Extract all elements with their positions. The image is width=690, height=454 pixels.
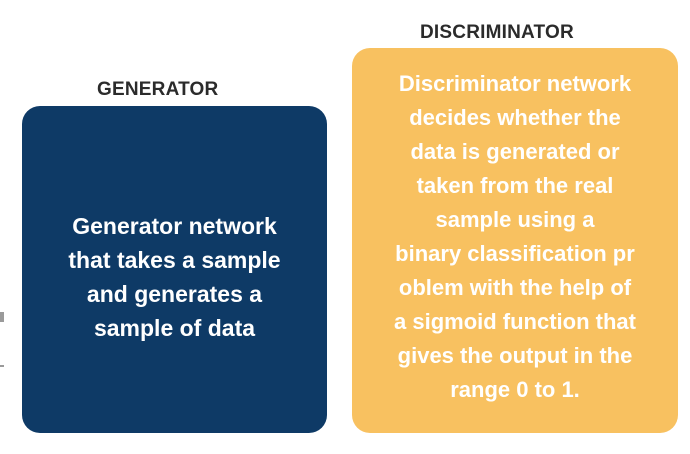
discriminator-box: Discriminator network decides whether th… [352,48,678,433]
edge-artifact [0,312,4,322]
generator-description: Generator network that takes a sample an… [68,212,281,341]
generator-title: GENERATOR [97,79,219,100]
edge-artifact [0,365,4,367]
generator-box: Generator network that takes a sample an… [22,106,327,433]
discriminator-description: Discriminator network decides whether th… [394,70,636,402]
discriminator-title: DISCRIMINATOR [420,22,574,43]
